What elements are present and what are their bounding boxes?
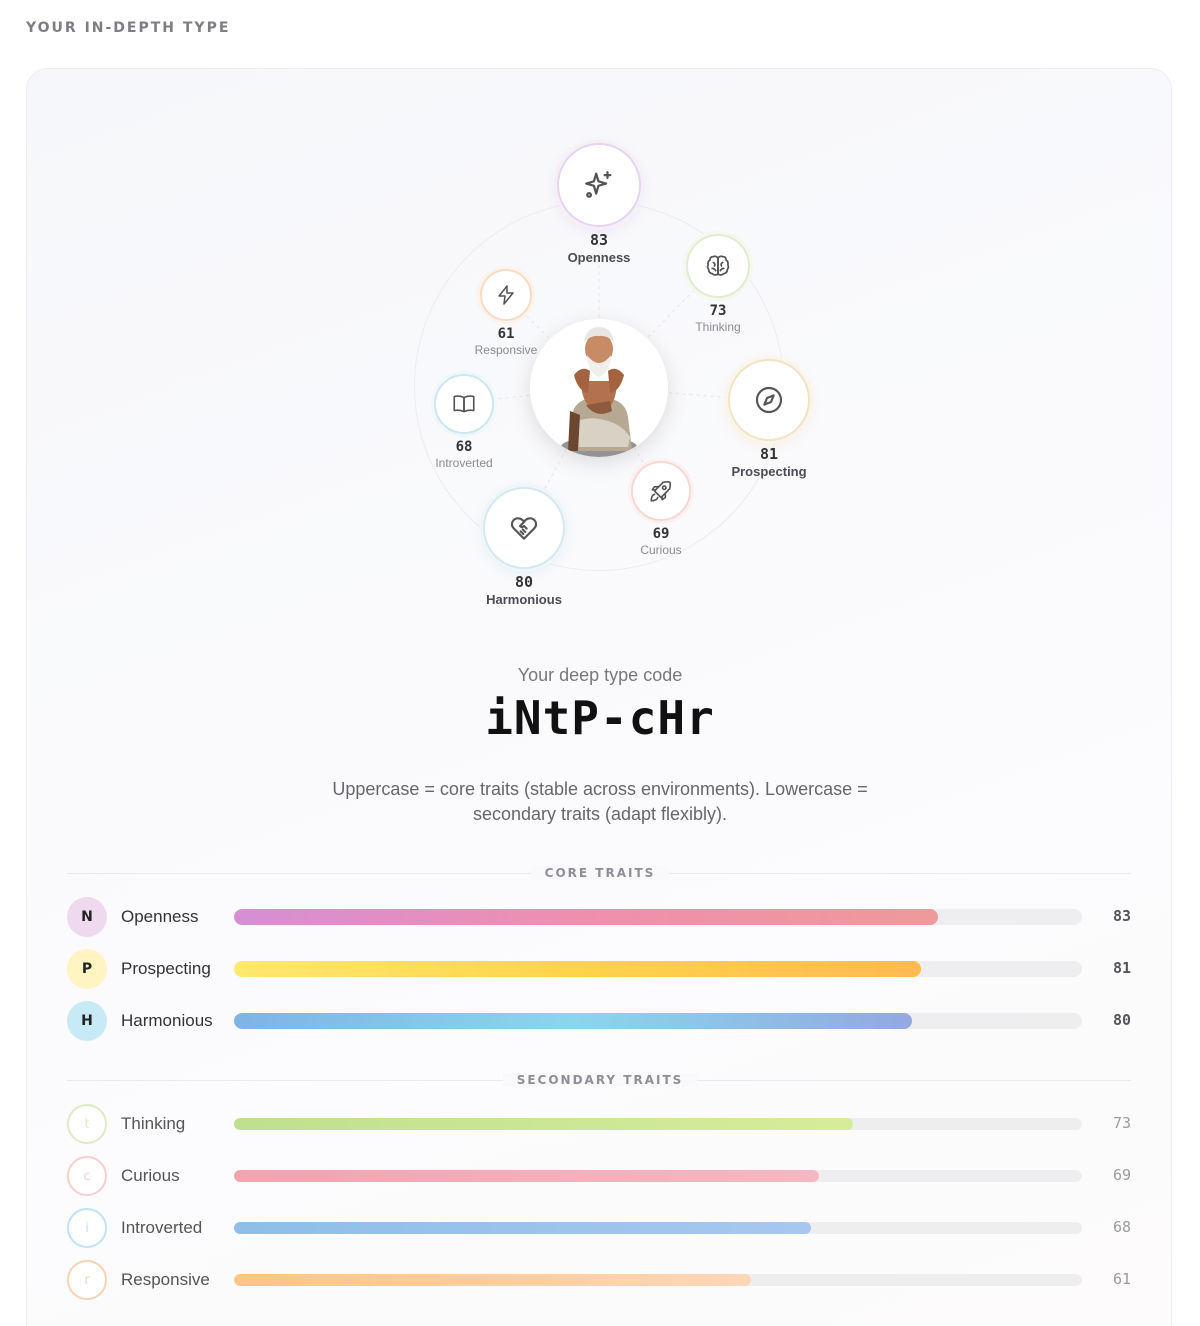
- trait-name: Prospecting: [121, 959, 211, 978]
- node-score: 73: [709, 303, 727, 319]
- trait-value: 80: [1112, 1011, 1131, 1029]
- trait-row-introverted: i Introverted 68: [67, 1208, 1131, 1248]
- rocket-icon: [650, 480, 672, 502]
- node-label: Prospecting: [731, 464, 807, 479]
- trait-bar-fill: [234, 961, 921, 977]
- lightning-icon: [498, 285, 514, 305]
- trait-name: Openness: [121, 907, 199, 926]
- trait-name: Responsive: [121, 1270, 210, 1289]
- node-score: 61: [497, 326, 515, 342]
- trait-row-curious: c Curious 69: [67, 1156, 1131, 1196]
- trait-bar-fill: [234, 1013, 913, 1029]
- trait-bar-track: [234, 961, 1082, 977]
- trait-value: 73: [1112, 1114, 1131, 1132]
- node-bubble: [480, 269, 532, 321]
- trait-value: 81: [1112, 959, 1131, 977]
- trait-bar-track: [234, 1222, 1082, 1234]
- trait-bar-track: [234, 909, 1082, 925]
- node-score: 68: [455, 439, 473, 455]
- trait-row-prospecting: P Prospecting 81: [67, 949, 1131, 989]
- node-label: Thinking: [695, 320, 741, 334]
- trait-orbit-diagram: 83 Openness 73 Thinking 8: [27, 69, 1171, 629]
- trait-badge: c: [67, 1156, 107, 1196]
- node-bubble: [631, 461, 691, 521]
- trait-bar-track: [234, 1274, 1082, 1286]
- node-responsive[interactable]: 61 Responsive: [466, 269, 546, 357]
- trait-row-thinking: t Thinking 73: [67, 1104, 1131, 1144]
- handshake-heart-icon: [510, 517, 538, 540]
- compass-icon: [755, 386, 783, 414]
- node-prospecting[interactable]: 81 Prospecting: [719, 359, 819, 479]
- thinker-avatar: [530, 319, 668, 457]
- node-label: Openness: [567, 250, 631, 265]
- node-harmonious[interactable]: 80 Harmonious: [474, 487, 574, 607]
- trait-badge: t: [67, 1104, 107, 1144]
- trait-badge: i: [67, 1208, 107, 1248]
- node-score: 80: [514, 573, 534, 591]
- node-label: Responsive: [474, 343, 538, 357]
- trait-bar-track: [234, 1118, 1082, 1130]
- section-title: YOUR IN-DEPTH TYPE: [26, 20, 231, 36]
- trait-row-openness: N Openness 83: [67, 897, 1131, 937]
- node-bubble: [434, 374, 494, 434]
- trait-badge: P: [67, 949, 107, 989]
- node-score: 83: [589, 231, 609, 249]
- node-openness[interactable]: 83 Openness: [549, 143, 649, 265]
- node-introverted[interactable]: 68 Introverted: [424, 374, 504, 470]
- node-score: 69: [652, 526, 670, 542]
- node-bubble: [557, 143, 641, 227]
- trait-name: Harmonious: [121, 1011, 213, 1030]
- trait-name: Introverted: [121, 1218, 203, 1237]
- node-bubble: [686, 234, 750, 298]
- node-label: Introverted: [435, 456, 493, 470]
- book-open-icon: [453, 395, 475, 413]
- secondary-traits-heading: SECONDARY TRAITS: [27, 1073, 1171, 1087]
- trait-value: 68: [1112, 1218, 1131, 1236]
- trait-value: 61: [1112, 1270, 1131, 1288]
- node-bubble: [728, 359, 810, 441]
- sparkles-icon: [585, 171, 612, 198]
- trait-bar-track: [234, 1013, 1082, 1029]
- trait-bar-fill: [234, 1274, 752, 1286]
- trait-bar-fill: [234, 909, 938, 925]
- trait-name: Thinking: [121, 1114, 186, 1133]
- trait-bar-fill: [234, 1170, 820, 1182]
- trait-name: Curious: [121, 1166, 180, 1185]
- node-label: Harmonious: [486, 592, 562, 607]
- type-code: iNtP-cHr: [485, 691, 715, 745]
- trait-badge: r: [67, 1260, 107, 1300]
- trait-value: 83: [1112, 907, 1131, 925]
- node-curious[interactable]: 69 Curious: [621, 461, 701, 557]
- brain-icon: [706, 255, 730, 276]
- node-score: 81: [759, 445, 779, 463]
- trait-row-harmonious: H Harmonious 80: [67, 1001, 1131, 1041]
- trait-row-responsive: r Responsive 61: [67, 1260, 1131, 1300]
- type-code-caption: Your deep type code: [517, 665, 683, 685]
- node-thinking[interactable]: 73 Thinking: [678, 234, 758, 334]
- trait-bar-track: [234, 1170, 1082, 1182]
- trait-value: 69: [1112, 1166, 1131, 1184]
- trait-bar-fill: [234, 1222, 811, 1234]
- type-code-note: Uppercase = core traits (stable across e…: [332, 779, 868, 824]
- type-card: 83 Openness 73 Thinking 8: [26, 68, 1172, 1326]
- trait-badge: N: [67, 897, 107, 937]
- node-bubble: [483, 487, 565, 569]
- node-label: Curious: [640, 543, 682, 557]
- trait-bar-fill: [234, 1118, 854, 1130]
- core-traits-heading: CORE TRAITS: [27, 866, 1171, 880]
- trait-badge: H: [67, 1001, 107, 1041]
